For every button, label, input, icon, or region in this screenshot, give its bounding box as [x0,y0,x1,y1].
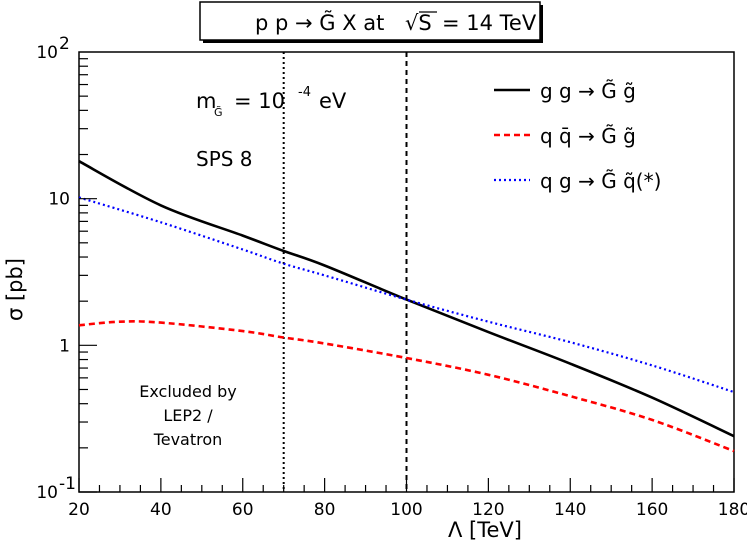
legend-label-qg: q g → G̃ q̃(*) [540,169,661,193]
mass-exponent: -4 [298,85,311,100]
x-tick-label: 140 [554,500,586,520]
x-axis-label: Λ [TeV] [448,518,522,542]
x-tick-label: 180 [718,500,747,520]
excluded-label-line2: LEP2 / [163,406,213,425]
mass-value: = 10 [234,89,285,113]
series-gg-line [78,160,735,438]
excluded-label-line1: Excluded by [139,382,237,401]
y-axis-label: σ [pb] [3,258,27,321]
chart-title-energy: = 14 TeV [442,11,537,35]
x-tick-label: 100 [390,500,422,520]
x-tick-label: 160 [636,500,668,520]
chart-title-sqrt: √S [405,11,432,35]
x-tick-label: 40 [150,500,172,520]
mass-unit: eV [319,89,347,113]
y-tick-exponent: 2 [59,34,70,54]
title-box: p p → G̃ X at √S = 14 TeV [199,1,543,43]
mass-subscript: G̃ [214,106,223,119]
x-tick-label: 60 [232,500,254,520]
chart-title: p p → G̃ X at [255,10,384,35]
y-tick-exponent: -1 [59,474,76,494]
y-tick-label: 10 [36,43,58,63]
excluded-label-line3: Tevatron [153,430,223,449]
x-tick-label: 80 [314,500,336,520]
legend: g g → G̃ g̃ q q̄ → G̃ g̃ q g → G̃ q̃(*) [494,79,661,193]
benchmark-label: SPS 8 [196,147,253,171]
legend-label-qqbar: q q̄ → G̃ g̃ [540,124,636,148]
legend-label-gg: g g → G̃ g̃ [540,79,636,103]
y-tick-label: 10 [36,483,58,503]
series-qg-line [78,196,735,394]
x-tick-label: 120 [472,500,504,520]
y-tick-label: 1 [59,336,70,356]
mass-label: m [196,89,216,113]
x-tick-label: 20 [68,500,90,520]
series-qqbar-line [78,320,735,453]
mass-annotation: m G̃ = 10 -4 eV [196,85,347,119]
y-tick-label: 10 [48,190,70,210]
